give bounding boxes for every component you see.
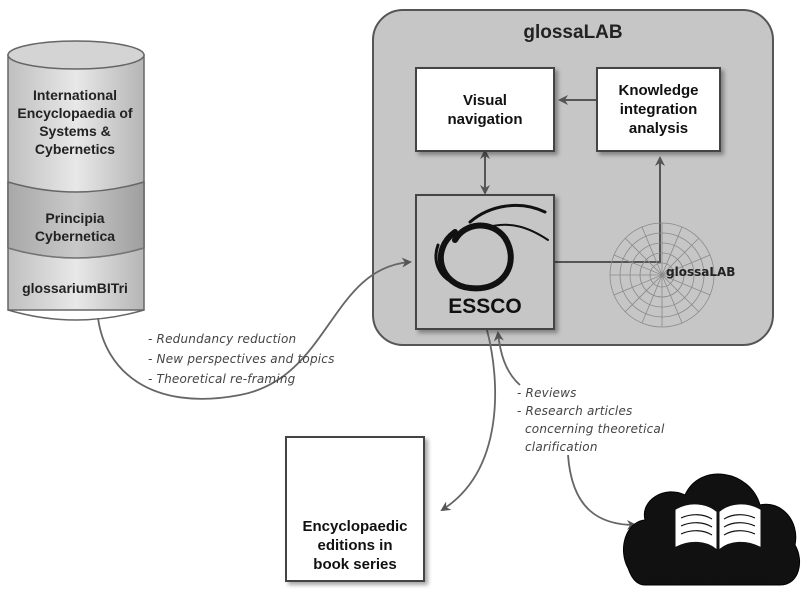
essco-label: ESSCO [448,295,522,318]
source-principia-cybernetica: Principia Cybernetica [34,210,116,244]
note-concerning-theoretical: concerning theoretical [525,422,665,436]
note-clarification: clarification [525,440,598,454]
essco-swirl-logo [434,203,549,292]
essco-box: ESSCO [415,194,555,330]
visual-navigation-label: Visual navigation [447,91,523,128]
knowledge-integration-label: Knowledge integration analysis [618,82,699,137]
note-research-articles: - Research articles [517,404,633,418]
note-reviews: - Reviews [517,386,577,400]
glossalab-radial-logo [609,222,715,328]
encyclopaedic-editions-box: Encyclopaedic editions in book series [285,436,425,582]
source-glossarium-bitri: glossariumBITri [22,280,128,296]
scientific-journals-label: Scientific Journals [645,570,770,586]
source-database-cylinder [7,40,145,321]
note-new-perspectives: - New perspectives and topics [148,352,335,366]
note-redundancy-reduction: - Redundancy reduction [148,332,297,346]
encyclopaedic-editions-label: Encyclopaedic editions in book series [302,518,408,573]
knowledge-integration-box: Knowledge integration analysis [596,67,721,152]
glossalab-title: glossaLAB [523,22,623,43]
source-notes: - Redundancy reduction - New perspective… [148,329,335,389]
glossalab-logo-text: glossaLAB [666,265,736,279]
visual-navigation-box: Visual navigation [415,67,555,152]
journal-notes: - Reviews - Research articles concerning… [517,384,665,456]
source-international-encyclopaedia: International Encyclopaedia of Systems &… [17,87,133,157]
note-theoretical-reframing: - Theoretical re-framing [148,372,296,386]
